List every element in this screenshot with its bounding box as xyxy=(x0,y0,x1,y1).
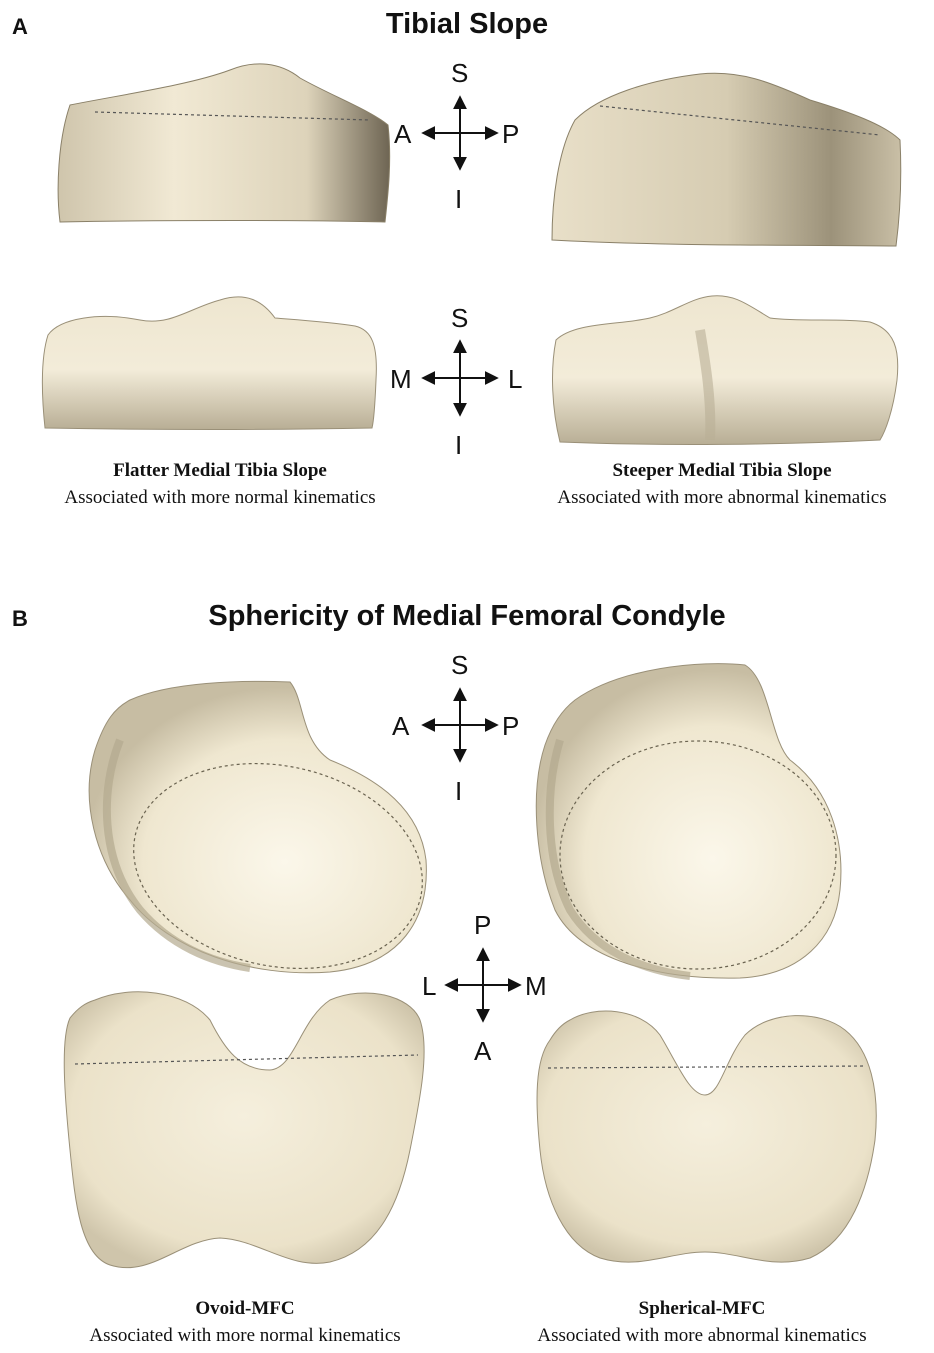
panel-a-title: Tibial Slope xyxy=(0,8,934,41)
axis-b-sag-down-label: I xyxy=(455,778,462,804)
axis-b-ax-down-label: A xyxy=(474,1038,491,1064)
axis-a-sag-right-label: P xyxy=(502,121,519,147)
axis-a-sag-down-label: I xyxy=(455,186,462,212)
axis-b-ax-right-label: M xyxy=(525,973,547,999)
femur-ovoid-axial-view xyxy=(64,992,424,1268)
panel-b-left-caption-subtitle: Associated with more normal kinematics xyxy=(45,1325,445,1347)
axis-a-cor-right-label: L xyxy=(508,366,522,392)
axis-cross-a-sagittal xyxy=(424,98,496,168)
panel-b-right-caption-title: Spherical-MFC xyxy=(492,1298,912,1320)
tibia-steeper-sagittal-view xyxy=(552,73,901,246)
axis-b-ax-up-label: P xyxy=(474,912,491,938)
tibia-flatter-coronal-view xyxy=(42,297,376,430)
femur-ovoid-sagittal-view xyxy=(89,681,426,972)
axis-a-cor-up-label: S xyxy=(451,305,468,331)
axis-cross-b-axial xyxy=(447,950,519,1020)
axis-b-ax-left-label: L xyxy=(422,973,436,999)
axis-a-cor-left-label: M xyxy=(390,366,412,392)
axis-a-sag-up-label: S xyxy=(451,60,468,86)
axis-b-sag-up-label: S xyxy=(451,652,468,678)
tibia-steeper-coronal-view xyxy=(553,296,898,445)
panel-b-right-caption-subtitle: Associated with more abnormal kinematics xyxy=(492,1325,912,1347)
axis-cross-b-sagittal xyxy=(424,690,496,760)
panel-a-right-caption-subtitle: Associated with more abnormal kinematics xyxy=(512,487,932,509)
panel-b-title: Sphericity of Medial Femoral Condyle xyxy=(0,600,934,633)
panel-a-left-caption-title: Flatter Medial Tibia Slope xyxy=(20,460,420,482)
axis-b-sag-right-label: P xyxy=(502,713,519,739)
axis-cross-a-coronal xyxy=(424,342,496,414)
panel-a-left-caption-subtitle: Associated with more normal kinematics xyxy=(20,487,420,509)
tibia-flatter-sagittal-view xyxy=(58,64,390,222)
axis-a-cor-down-label: I xyxy=(455,432,462,458)
panel-a-right-caption-title: Steeper Medial Tibia Slope xyxy=(512,460,932,482)
axis-b-sag-left-label: A xyxy=(392,713,409,739)
femur-spherical-axial-view xyxy=(537,1011,876,1262)
axis-a-sag-left-label: A xyxy=(394,121,411,147)
panel-b-left-caption-title: Ovoid-MFC xyxy=(45,1298,445,1320)
